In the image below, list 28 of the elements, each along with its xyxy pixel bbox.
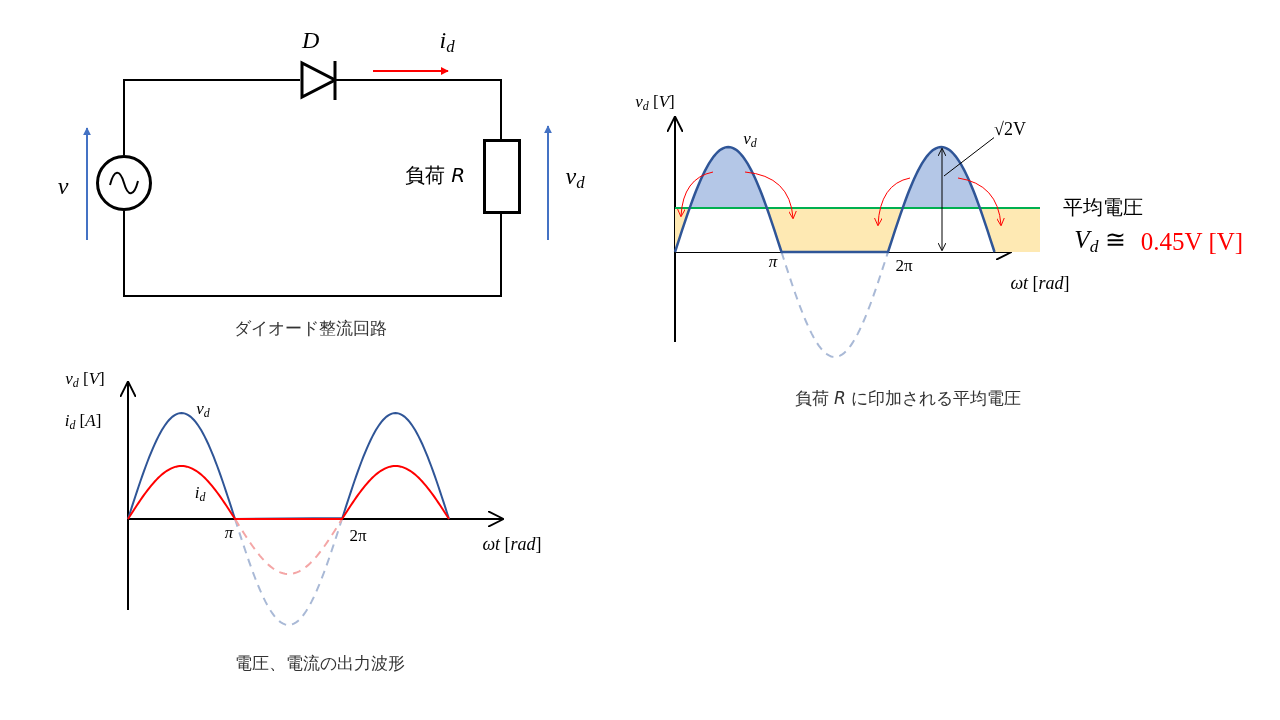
axis-label: ωt [rad] — [482, 535, 542, 553]
tick-label: 2π — [895, 256, 913, 274]
formula-text: V$_{d}$ ≅ — [1074, 226, 1126, 256]
caption: 電圧、電流の出力波形 — [235, 654, 405, 672]
axis-label: v$_{d}$ [V] — [635, 93, 675, 113]
component-label: 負荷 R — [405, 165, 466, 185]
tick-label: 2π — [349, 526, 367, 544]
math-label: v$_{d}$ — [565, 164, 585, 192]
axis-label: ωt [rad] — [1010, 274, 1070, 292]
curve-label: v$_{d}$ — [196, 400, 210, 420]
tick-label: π — [224, 523, 234, 541]
curve-label: v$_{d}$ — [743, 130, 757, 150]
math-label: v — [57, 174, 69, 198]
caption: 負荷 R に印加される平均電圧 — [794, 389, 1022, 407]
axis-label: v$_{d}$ [V] — [65, 370, 105, 390]
component-label: D — [302, 28, 320, 52]
curve-label: i$_{d}$ — [194, 484, 206, 504]
tick-label: π — [768, 252, 778, 270]
math-label: √2V — [994, 120, 1038, 142]
caption: ダイオード整流回路 — [233, 319, 387, 337]
wire — [123, 210, 502, 297]
formula-value: 0.45V [V] — [1140, 228, 1244, 254]
leader-line — [943, 137, 995, 177]
wire — [336, 79, 502, 140]
math-label: i$_{d}$ — [439, 28, 455, 56]
wire — [123, 79, 301, 156]
annotation-text: 平均電圧 — [1063, 197, 1143, 217]
axis-label: i$_{d}$ [A] — [64, 412, 102, 432]
